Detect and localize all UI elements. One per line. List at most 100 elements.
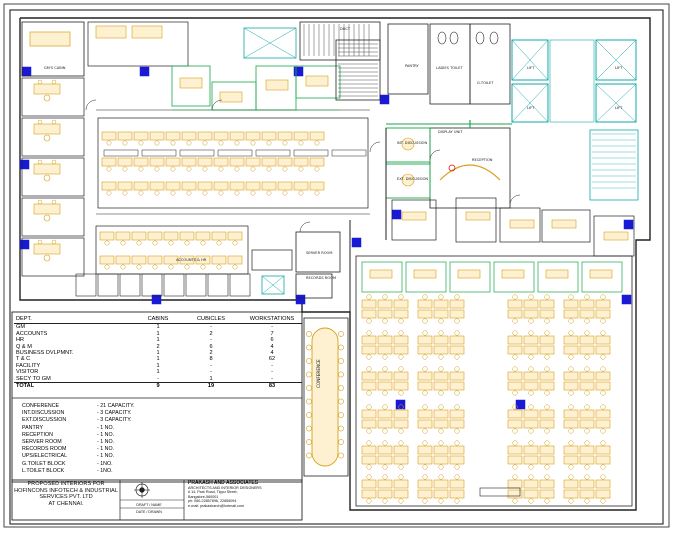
chair bbox=[298, 166, 304, 172]
chair bbox=[600, 354, 606, 360]
small-cabin bbox=[75, 273, 97, 297]
desk bbox=[33, 123, 61, 135]
chair bbox=[568, 330, 574, 336]
chair bbox=[512, 428, 518, 434]
workstation bbox=[115, 231, 131, 241]
workstation bbox=[393, 381, 409, 391]
chair bbox=[202, 140, 208, 146]
chair bbox=[398, 498, 404, 504]
workstation bbox=[179, 231, 195, 241]
chair bbox=[600, 474, 606, 480]
workstation bbox=[293, 157, 309, 167]
chair bbox=[584, 428, 590, 434]
workstation bbox=[433, 479, 449, 489]
workstation bbox=[393, 479, 409, 489]
project-line-2: HOFINCONS INFOTECH & INDUSTRIAL bbox=[14, 487, 118, 494]
chair bbox=[234, 166, 240, 172]
workstation bbox=[539, 299, 555, 309]
facility-value: - 1 NO. bbox=[97, 446, 115, 453]
chair bbox=[438, 318, 444, 324]
ups-x bbox=[261, 275, 285, 295]
chair bbox=[512, 464, 518, 470]
workstation bbox=[377, 309, 393, 319]
workstation bbox=[523, 299, 539, 309]
workstation bbox=[393, 299, 409, 309]
workstation bbox=[595, 299, 611, 309]
workstation bbox=[417, 299, 433, 309]
chair bbox=[366, 464, 372, 470]
chair bbox=[528, 318, 534, 324]
round-table bbox=[401, 173, 415, 187]
cabins-cell: 1 bbox=[156, 337, 160, 344]
chair bbox=[512, 474, 518, 480]
chair bbox=[382, 464, 388, 470]
chair bbox=[568, 428, 574, 434]
chair bbox=[398, 390, 404, 396]
cabins-cell: 1 bbox=[156, 356, 160, 363]
workstation bbox=[213, 157, 229, 167]
chair bbox=[366, 366, 372, 372]
facility-name: G.TOILET BLOCK bbox=[22, 460, 66, 467]
chair bbox=[43, 174, 51, 182]
workstation bbox=[595, 335, 611, 345]
door-swing bbox=[369, 141, 381, 153]
workstation bbox=[393, 371, 409, 381]
cabins-cell: 9 bbox=[136, 382, 180, 390]
dept-cell: FACILITY bbox=[16, 362, 41, 369]
chair bbox=[600, 294, 606, 300]
workstation bbox=[563, 345, 579, 355]
workstation bbox=[507, 335, 523, 345]
conference-table bbox=[311, 327, 339, 467]
workstation bbox=[539, 419, 555, 429]
lift-x bbox=[511, 83, 549, 123]
chair bbox=[306, 344, 312, 351]
chair bbox=[382, 294, 388, 300]
chair bbox=[528, 428, 534, 434]
desk bbox=[265, 79, 289, 91]
column bbox=[21, 66, 32, 77]
chair bbox=[584, 404, 590, 410]
chair bbox=[202, 190, 208, 196]
desk bbox=[369, 269, 393, 279]
chair bbox=[528, 498, 534, 504]
dept-cell: SECY TO GM bbox=[16, 375, 51, 382]
workstation bbox=[507, 345, 523, 355]
chair bbox=[454, 390, 460, 396]
chair bbox=[422, 330, 428, 336]
chair bbox=[338, 398, 344, 405]
facility-value: - 21 CAPACITY. bbox=[97, 403, 135, 409]
chair bbox=[600, 428, 606, 434]
chair bbox=[568, 294, 574, 300]
chair bbox=[544, 366, 550, 372]
chair bbox=[454, 354, 460, 360]
chair bbox=[306, 385, 312, 391]
workstation bbox=[165, 131, 181, 141]
chair bbox=[266, 190, 272, 196]
ladies-toilet-label: LADIES TOILET bbox=[436, 66, 463, 70]
workstation bbox=[507, 371, 523, 381]
chair bbox=[120, 264, 126, 270]
chair bbox=[512, 498, 518, 504]
workstations-cell: - bbox=[271, 369, 273, 376]
workstation bbox=[417, 419, 433, 429]
workstation bbox=[293, 181, 309, 191]
workstation bbox=[595, 381, 611, 391]
chair bbox=[512, 294, 518, 300]
lift-label-4: LIFT bbox=[615, 106, 623, 110]
lift-label-1: LIFT bbox=[527, 66, 535, 70]
workstation bbox=[133, 181, 149, 191]
workstation bbox=[433, 335, 449, 345]
chair bbox=[338, 331, 344, 337]
chair bbox=[398, 474, 404, 480]
chair bbox=[438, 354, 444, 360]
workstation bbox=[197, 181, 213, 191]
workstation bbox=[101, 157, 117, 167]
workstation bbox=[229, 131, 245, 141]
cubicles-cell: 1 bbox=[209, 375, 213, 382]
chair bbox=[168, 240, 174, 246]
chair bbox=[528, 294, 534, 300]
chair bbox=[544, 440, 550, 446]
workstation bbox=[377, 335, 393, 345]
